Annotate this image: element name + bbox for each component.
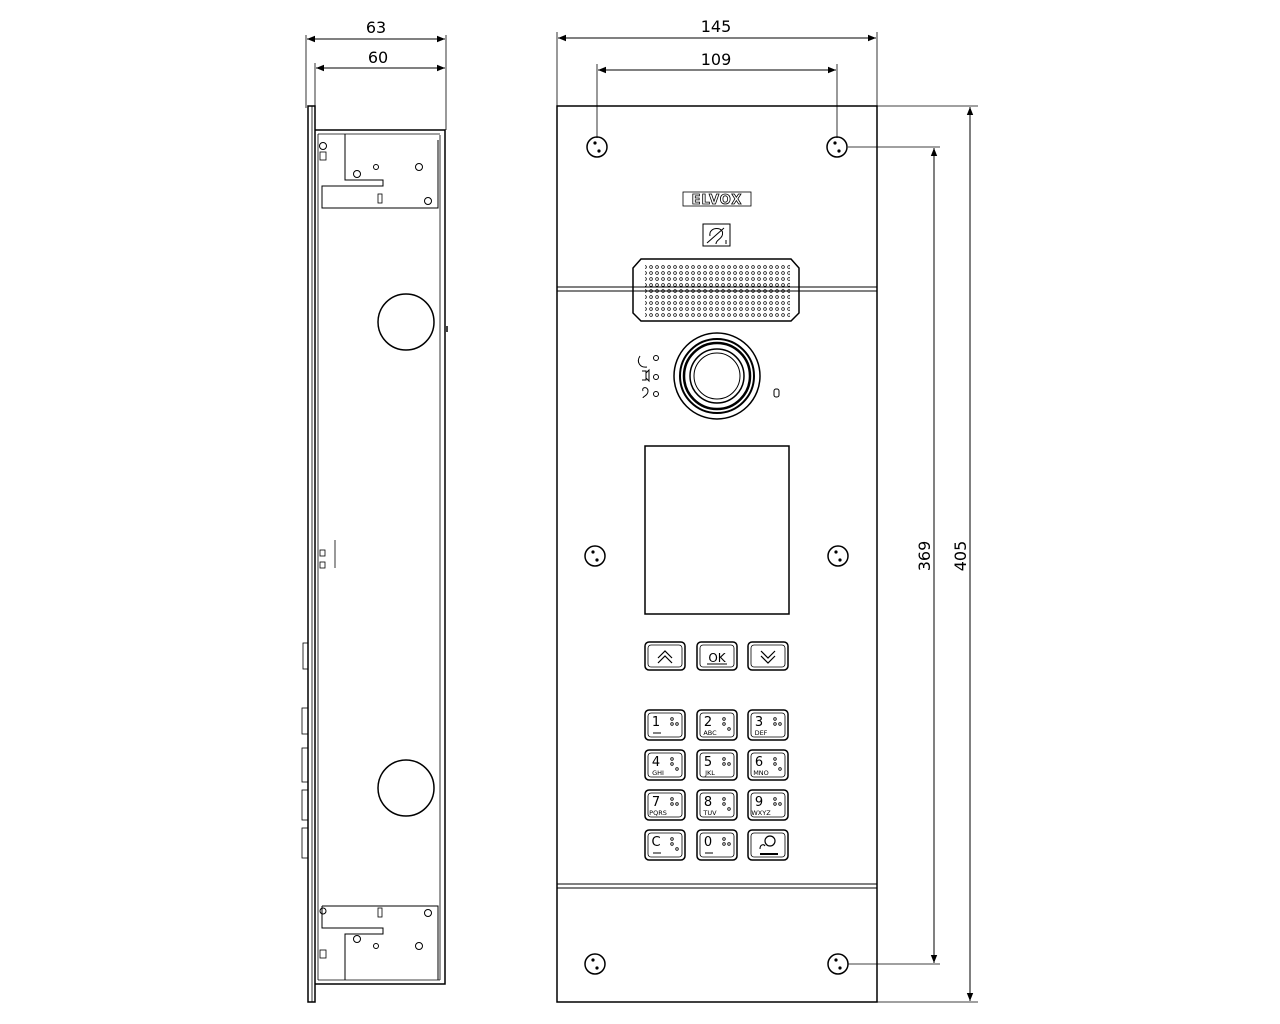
keypad-digit: 6 [755,755,763,770]
keypad-letters: PQRS [649,809,667,817]
top-bracket [319,134,439,209]
dimension-hole-width: 109 [596,50,838,138]
keypad-digit: 9 [755,795,763,810]
braille-dots [722,717,731,731]
status-icon-door [642,387,659,399]
side-view [301,105,448,1003]
keypad-digit: 4 [652,755,660,770]
dim-label-60: 60 [368,48,388,67]
dim-label-405: 405 [951,541,970,572]
keypad-letters: MNO [753,769,769,777]
mounting-hole-top-right [826,136,848,158]
keypad-key[interactable] [747,829,789,861]
braille-dots [722,837,731,846]
braille-dots [670,837,679,851]
keypad-digit: 2 [704,715,712,730]
braille-dots [773,717,782,726]
brand-logo: ELVOX [692,193,743,208]
nav-key-ok[interactable]: OK [696,641,738,671]
dimension-front-height: 405 [877,105,978,1003]
keypad-digit: 3 [755,715,763,730]
keypad-letters: ABC [703,729,717,737]
upper-knockout [377,293,435,351]
keypad-letters: JKL [704,769,715,777]
microphone-icon [773,388,780,398]
keypad-key[interactable]: 1 [644,709,686,741]
display-screen [644,445,790,615]
keypad-digit: 0 [704,835,712,850]
mounting-hole-bottom-left [584,953,606,975]
rear-protrusions [301,642,309,859]
keypad-letters: TUV [702,809,717,817]
braille-dots [722,797,731,811]
keypad-digit: 8 [704,795,712,810]
lower-knockout [377,759,435,817]
dimension-side-inner: 60 [314,48,445,106]
nav-key-up[interactable] [644,641,686,671]
nav-key-down[interactable] [747,641,789,671]
dimension-side-outer: 63 [305,18,447,130]
status-icon-speak [642,368,659,383]
dimension-front-width: 145 [556,17,878,106]
mounting-hole-mid-left [584,545,606,567]
status-icon-call [637,355,659,368]
keypad-letters: DEF [755,729,768,737]
keypad-digit: 1 [652,715,660,730]
braille-dots [670,717,679,726]
mounting-hole-top-left [586,136,608,158]
speaker-grille [632,258,800,322]
keypad-letters: WXYZ [751,809,771,817]
camera-lens [673,332,761,420]
front-view: ELVOX [556,105,878,1003]
mounting-hole-mid-right [827,545,849,567]
concierge-icon [759,835,778,855]
braille-dots [773,797,782,806]
braille-dots [670,797,679,806]
nav-key-ok-label: OK [708,651,726,665]
mounting-hole-bottom-right [827,953,849,975]
dim-label-369: 369 [915,541,934,572]
keypad-key[interactable]: 0 [696,829,738,861]
braille-dots [773,757,782,771]
dim-label-109: 109 [701,50,732,69]
keypad-digit: 7 [652,795,660,810]
braille-dots [722,757,731,766]
dimension-hole-height: 369 [848,146,940,965]
keypad-key[interactable]: C [644,829,686,861]
bottom-bracket [319,905,439,980]
keypad-digit: C [651,835,660,850]
hearing-loop-icon [702,223,731,247]
dim-label-145: 145 [701,17,732,36]
keypad-digit: 5 [704,755,712,770]
braille-dots [670,757,679,771]
dim-label-63: 63 [366,18,386,37]
keypad-letters: GHI [652,769,664,777]
